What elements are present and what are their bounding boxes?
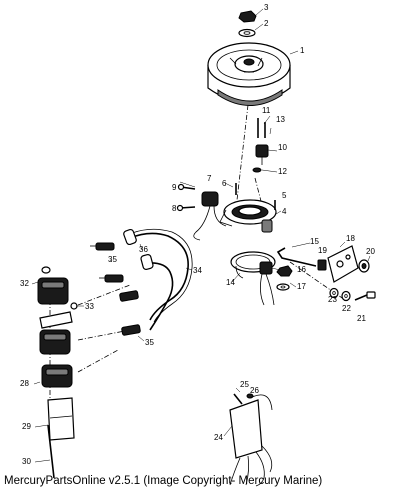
callout-6: 6: [222, 179, 227, 188]
nut-16: [276, 265, 293, 277]
callout-14: 14: [226, 278, 235, 287]
callout-23: 23: [328, 295, 337, 304]
screw-9: [177, 183, 196, 191]
callout-10: 10: [278, 143, 287, 152]
callout-17: 17: [297, 282, 306, 291]
spark-plug-boot-upper: [90, 242, 115, 251]
trigger-ring: [230, 251, 276, 306]
bushing-19: [317, 259, 327, 271]
leader-lines: [31, 8, 371, 463]
trigger-10: [255, 144, 269, 165]
callout-21: 21: [357, 314, 366, 323]
ignition-coil-top: [37, 266, 69, 305]
callout-20: 20: [366, 247, 375, 256]
clip-12: [252, 167, 262, 173]
callout-13: 13: [276, 115, 285, 124]
screw-25: [233, 393, 243, 405]
link-rod: [276, 247, 317, 267]
flywheel: [207, 42, 291, 106]
axis-line-coil-mount: [77, 284, 131, 306]
callout-30: 30: [22, 457, 31, 466]
callout-22: 22: [342, 304, 351, 313]
callout-2: 2: [264, 19, 269, 28]
callout-11: 11: [262, 106, 271, 115]
lead-connector-lower: [121, 324, 141, 336]
callout-24: 24: [214, 433, 223, 442]
axis-line-flywheel: [236, 104, 249, 201]
callout-12: 12: [278, 167, 287, 176]
copyright-footer: MercuryPartsOnline v2.5.1 (Image Copyrig…: [4, 475, 323, 487]
washer-23: [329, 287, 339, 299]
callout-1: 1: [300, 46, 305, 55]
ground-rod: [47, 424, 55, 479]
callout-33: 34: [193, 266, 202, 275]
callout-19: 19: [318, 246, 327, 255]
charge-coil: [193, 191, 227, 241]
bracket-plate: [327, 245, 359, 283]
callout-36: 35: [108, 255, 117, 264]
armature-plate: [219, 199, 277, 233]
callout-3: 3: [264, 3, 269, 12]
screw-8: [176, 204, 196, 212]
callout-4: 4: [282, 207, 287, 216]
callout-31: 32: [20, 279, 29, 288]
callout-15: 15: [310, 237, 319, 246]
ignition-coil-middle: [39, 329, 71, 355]
bolt-21: [354, 291, 376, 301]
callout-25: 25: [240, 380, 249, 389]
spark-plug-boot-lower: [99, 274, 124, 283]
callout-18: 18: [346, 234, 355, 243]
axis-line-coil-mount-3: [77, 349, 119, 373]
coil-bracket-top: [39, 311, 73, 329]
callout-29: 29: [22, 422, 31, 431]
axis-line-plate: [289, 261, 346, 301]
callout-32: 33: [85, 302, 94, 311]
flywheel-washer: [238, 28, 256, 38]
callout-9: 9: [172, 183, 177, 192]
flywheel-nut: [238, 10, 257, 23]
spark-plug-lead-lower: [140, 254, 174, 331]
spark-plug-lead-upper: [123, 228, 193, 323]
washer-26: [246, 393, 254, 399]
callout-28: 28: [20, 379, 29, 388]
callout-26: 26: [250, 386, 259, 395]
axis-line-coil-mount-2: [77, 329, 131, 341]
switch-box: [229, 394, 273, 487]
callout-8: 8: [172, 204, 177, 213]
nut-20: [358, 259, 370, 273]
callout-35: 36: [139, 245, 148, 254]
callout-7: 7: [207, 174, 212, 183]
ignition-coil-bottom: [41, 364, 73, 388]
washer-17: [276, 283, 290, 291]
coil-mounting-bracket: [47, 397, 75, 441]
callout-16: 16: [297, 265, 306, 274]
callout-5: 5: [282, 191, 287, 200]
lead-connector-upper: [119, 290, 139, 302]
callout-labels: 3 2 1 11 13 10 12 7 9 6 5 8 4 15 18 19 2…: [20, 3, 375, 466]
callout-34: 35: [145, 338, 154, 347]
washer-22: [341, 290, 351, 302]
